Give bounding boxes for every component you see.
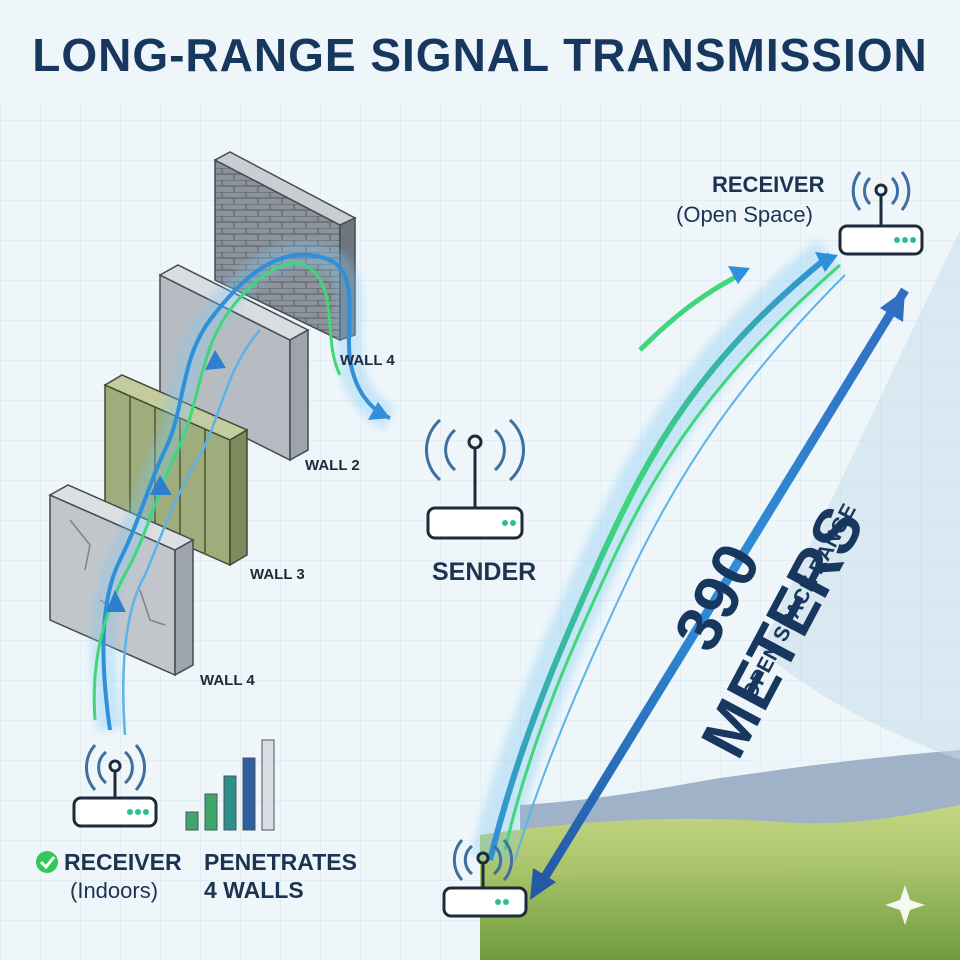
receiver-indoor-sublabel: (Indoors) (70, 878, 159, 903)
receiver-open-label: RECEIVER (712, 172, 825, 197)
sender-label: SENDER (432, 558, 537, 586)
wall-label-top: WALL 4 (340, 352, 395, 369)
signal-bar (204, 793, 218, 831)
receiver-open-sublabel: (Open Space) (676, 202, 813, 227)
check-circle-icon (36, 851, 58, 873)
receiver-open-router (838, 171, 924, 256)
penetrating-signal (90, 241, 396, 736)
wall-label-front: WALL 4 (200, 672, 255, 689)
receiver-indoor-label: RECEIVER (64, 849, 182, 875)
sender-router (425, 418, 525, 540)
penetrates-line2: 4 WALLS (204, 877, 304, 903)
signal-bar (242, 757, 256, 831)
signal-strength-bars (185, 739, 275, 831)
receiver-indoor-router (72, 744, 158, 828)
page-title: LONG-RANGE SIGNAL TRANSMISSION (32, 29, 928, 81)
distance-arrow (530, 287, 909, 900)
signal-bar (223, 775, 237, 831)
bottom-router (442, 839, 528, 918)
sparkle-icon (885, 885, 925, 925)
wall-label-two: WALL 2 (305, 457, 360, 474)
wall-label-three: WALL 3 (250, 566, 305, 583)
signal-bar (185, 811, 199, 831)
penetrates-line1: PENETRATES (204, 849, 357, 875)
open-space-beam (470, 239, 846, 865)
signal-bar (261, 739, 275, 831)
